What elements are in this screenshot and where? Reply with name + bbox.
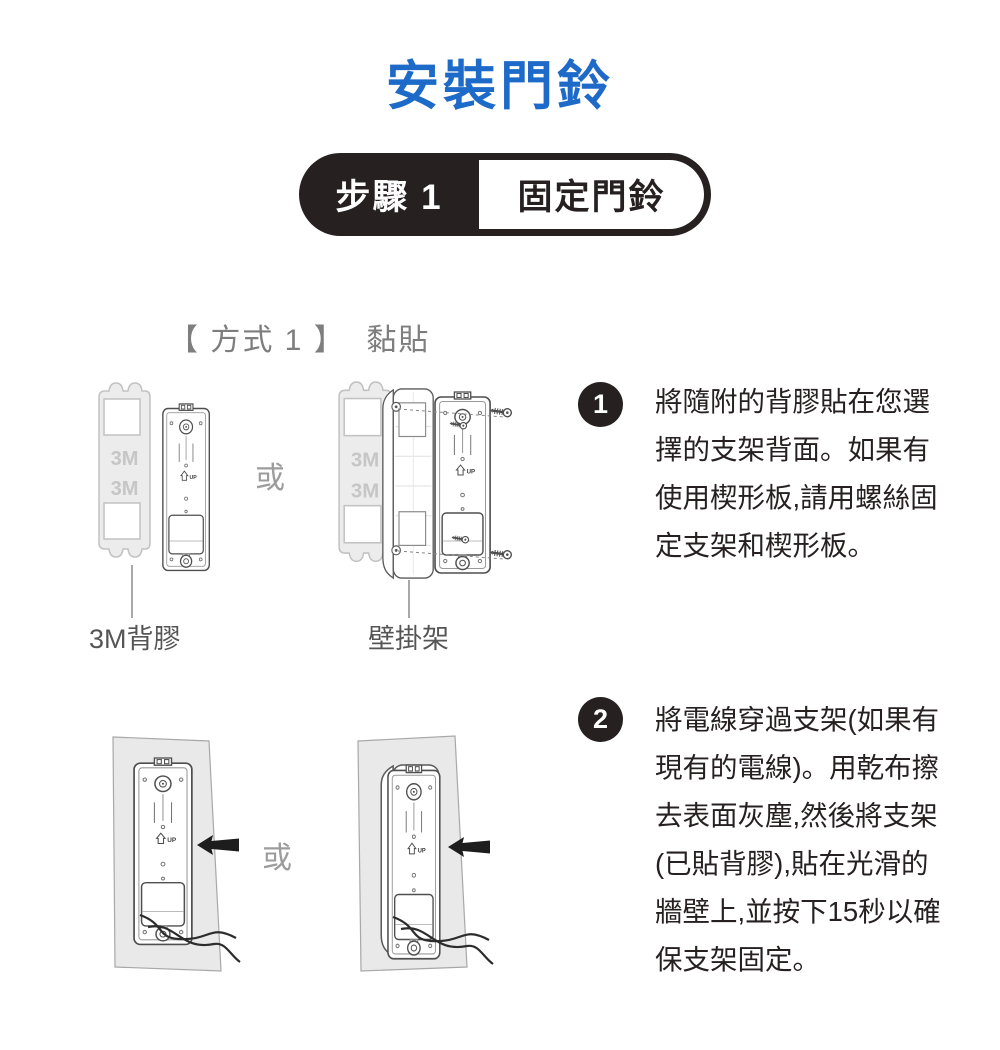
wire xyxy=(400,927,494,965)
wall-sticking-diagram: 或 xyxy=(112,735,494,972)
instruction-1-text: 將隨附的背膠貼在您選擇的支架背面。如果有使用楔形板,請用螺絲固定支架和楔形板。 xyxy=(655,386,938,561)
wire xyxy=(392,915,490,943)
mount-bracket-illustration xyxy=(162,403,211,572)
wire xyxy=(147,925,241,963)
instruction-2-text: 將電線穿過支架(如果有現有的電線)。用乾布擦去表面灰塵,然後將支架(已貼背膠),… xyxy=(655,704,941,975)
instruction-2-number: 2 xyxy=(578,697,623,742)
wall-right-illustration xyxy=(357,735,494,972)
method-heading: 【 方式 1 】 黏貼 xyxy=(168,324,431,357)
wall-left-illustration xyxy=(112,736,241,972)
wall-mount-label: 壁掛架 xyxy=(368,624,449,654)
method1-diagram: 3M 3M UP xyxy=(89,381,514,654)
screw-icon xyxy=(488,547,514,561)
step-badge: 步驟 1 固定門鈴 xyxy=(299,153,711,236)
adhesive-sheet-label: 3M背膠 xyxy=(89,624,181,654)
wedge-assembly-illustration xyxy=(338,381,514,579)
step-number-label: 步驟 1 xyxy=(335,178,443,217)
or-label-bottom: 或 xyxy=(262,842,292,875)
screw-icon xyxy=(488,405,514,419)
page-title: 安裝門鈴 xyxy=(386,57,614,116)
or-label-top: 或 xyxy=(255,462,285,495)
step-title-label: 固定門鈴 xyxy=(479,160,704,229)
instruction-1-number: 1 xyxy=(578,382,623,427)
adhesive-sheet-illustration xyxy=(98,382,151,558)
wire xyxy=(139,913,237,941)
